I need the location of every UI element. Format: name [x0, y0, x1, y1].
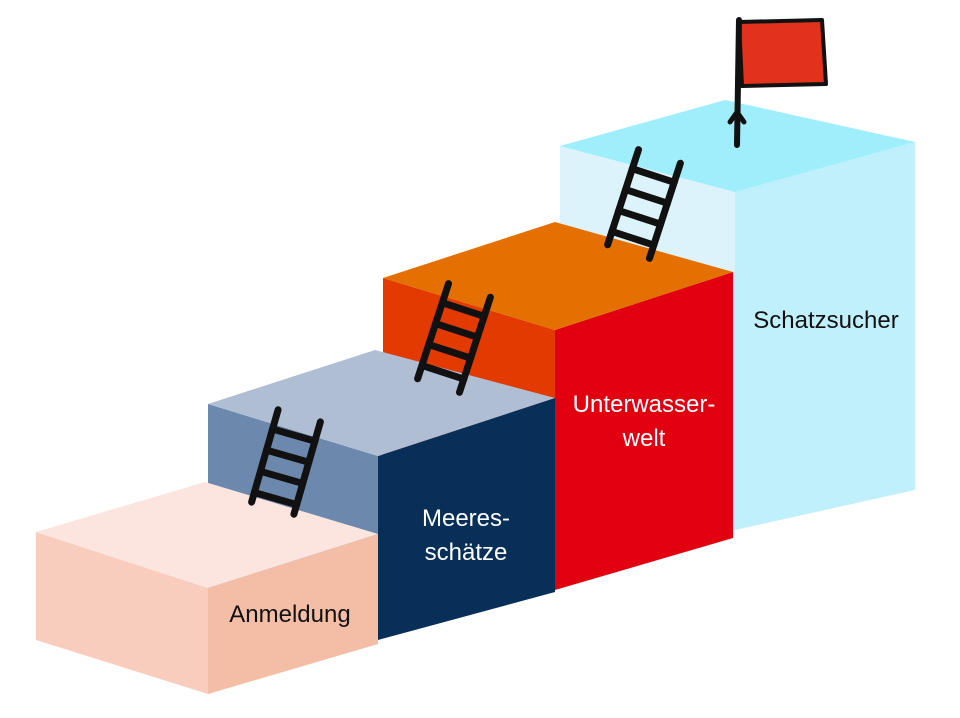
ladder-icon — [414, 280, 494, 396]
step-meeresschaetze-front — [378, 398, 555, 640]
flag-pole — [734, 17, 742, 148]
flag-pole-tip — [727, 109, 747, 125]
step-unterwasserwelt-top — [383, 222, 733, 330]
step-anmeldung-label: Anmeldung — [229, 601, 350, 628]
ladder-icon — [604, 146, 684, 262]
step-schatzsucher-label: Schatzsucher — [753, 307, 898, 334]
flag-cloth — [737, 18, 828, 88]
ladder-icon — [248, 406, 324, 518]
step-unterwasserwelt-front — [555, 272, 733, 590]
step-unterwasserwelt-label-2: welt — [622, 425, 666, 452]
step-anmeldung-side — [36, 532, 208, 694]
step-meeresschaetze-label-1: Meeres- — [422, 505, 510, 532]
step-unterwasserwelt-label-1: Unterwasser- — [573, 391, 716, 418]
step-schatzsucher-front — [735, 142, 915, 530]
step-meeresschaetze-label-2: schätze — [425, 539, 508, 566]
step-anmeldung-front — [208, 534, 378, 694]
flag-icon — [727, 17, 828, 148]
